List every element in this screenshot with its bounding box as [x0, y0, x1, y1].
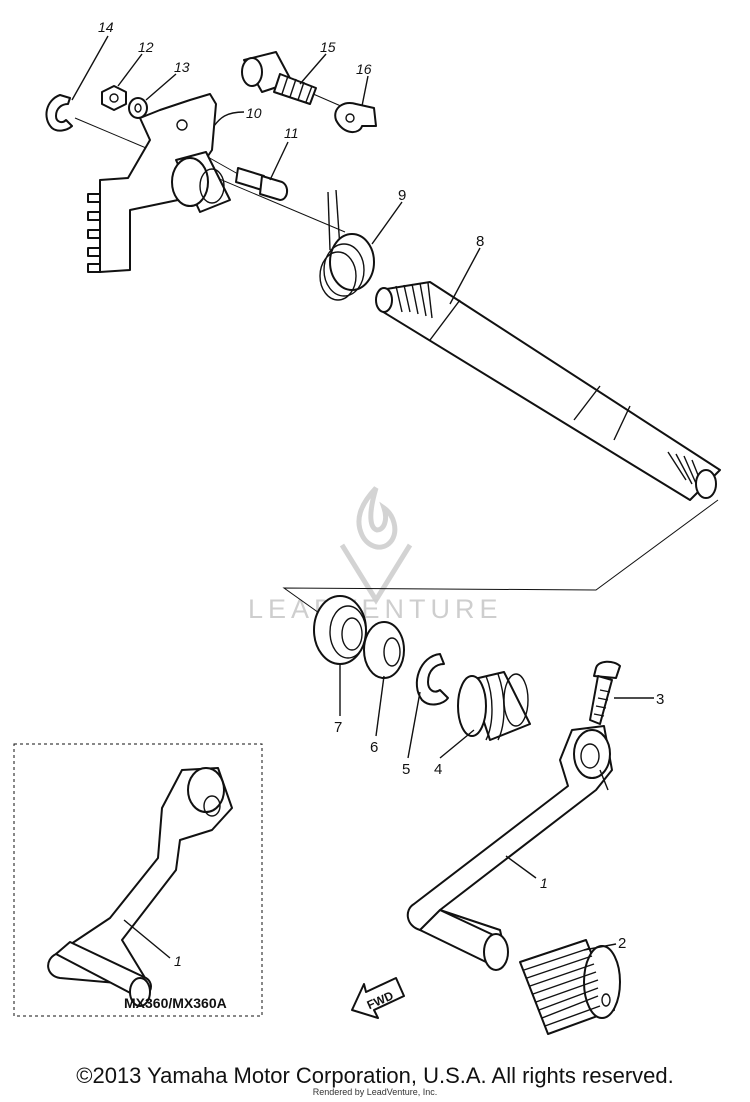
callout-leaders — [71, 35, 654, 951]
lock-washer-part-16 — [334, 102, 377, 133]
callout-5: 5 — [402, 761, 410, 778]
arm-hole — [176, 119, 188, 131]
shift-arm-teeth — [87, 193, 101, 273]
circlip-part-5 — [415, 653, 449, 706]
callout-11: 11 — [284, 125, 299, 141]
bolt-thread-15 — [273, 73, 317, 105]
rendered-by-notice: Rendered by LeadVenture, Inc. — [312, 1087, 438, 1097]
watermark-text: LEADVENTURE — [248, 594, 503, 624]
inset-box — [13, 743, 263, 1017]
callout-7: 7 — [334, 719, 342, 736]
pinch-bolt-part-3 — [589, 660, 621, 725]
callout-16: 16 — [356, 61, 372, 77]
return-spring-part-9 — [319, 189, 375, 301]
boss-front — [171, 157, 209, 207]
shift-arm-part-10 — [99, 93, 217, 273]
callout-9: 9 — [398, 187, 406, 204]
callout-13: 13 — [174, 59, 190, 75]
callout-4: 4 — [434, 761, 442, 778]
inset-shift-pedal-part-1 — [47, 767, 233, 1007]
bolt-head-end — [241, 57, 263, 87]
projection-line — [282, 499, 719, 626]
watermark-flame-icon — [339, 486, 413, 605]
boss-bore — [199, 168, 225, 204]
rubber-pedal-ribs — [523, 947, 601, 1027]
nut-part-12 — [101, 85, 127, 111]
callout-10: 10 — [246, 105, 262, 121]
pin-head — [259, 175, 288, 201]
lock-washer-hole — [345, 113, 355, 123]
callout-8: 8 — [476, 233, 484, 250]
pin-part-11 — [235, 167, 265, 191]
bushing-part-4 — [457, 671, 531, 741]
callout-14: 14 — [98, 19, 114, 35]
callout-3: 3 — [656, 691, 664, 708]
callout-1: 1 — [540, 875, 548, 891]
fwd-arrow-icon: FWD — [351, 977, 405, 1019]
copyright-notice: ©2013 Yamaha Motor Corporation, U.S.A. A… — [76, 1063, 674, 1088]
watermark: LEADVENTURE — [248, 486, 503, 624]
inset-callout-1: 1 — [174, 953, 182, 969]
circlip-part-14 — [45, 94, 73, 132]
callout-6: 6 — [370, 739, 378, 756]
shaft-splines-top — [395, 282, 433, 319]
washer-hole — [134, 103, 142, 113]
shift-pedal-part-1 — [406, 725, 613, 971]
shift-shaft-part-8 — [375, 281, 721, 501]
callout-15: 15 — [320, 39, 336, 55]
rubber-pedal-part-2 — [519, 939, 621, 1035]
oil-seal-part-7 — [313, 595, 367, 665]
inset-leader-1 — [123, 919, 171, 959]
callout-12: 12 — [138, 39, 154, 55]
callout-2: 2 — [618, 935, 626, 952]
callout-numbers: 14 12 13 10 11 15 16 9 8 3 4 5 6 7 1 2 — [98, 19, 664, 952]
washer-part-13 — [128, 97, 148, 119]
inset-model-label: MX360/MX360A — [124, 995, 227, 1011]
washer-part-6 — [363, 621, 405, 679]
nut-hole — [109, 93, 119, 103]
